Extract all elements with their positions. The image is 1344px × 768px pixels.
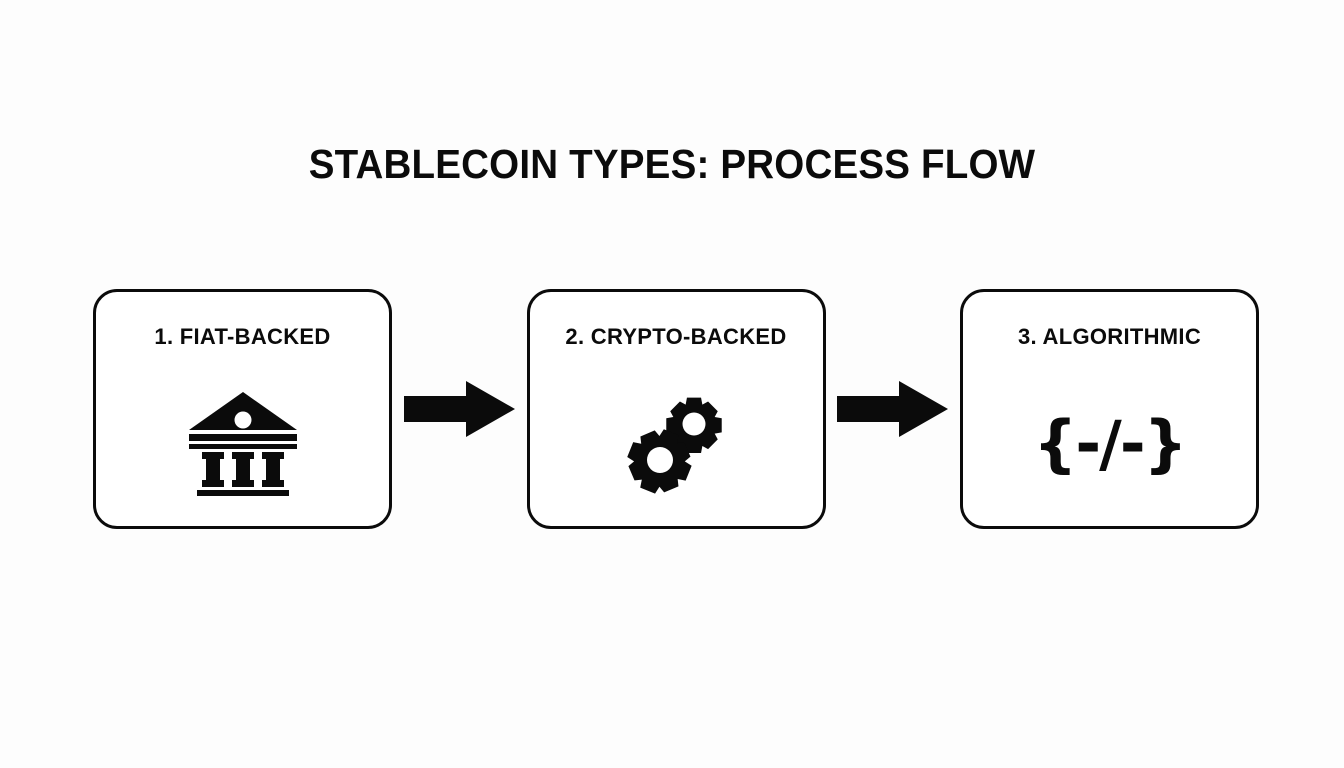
process-flow-row: 1. FIAT-BACKED (93, 289, 1259, 529)
flow-step-card-crypto-backed[interactable]: 2. CRYPTO-BACKED (526, 289, 826, 529)
code-braces-glyph: {-/-} (1033, 407, 1187, 480)
code-braces-icon: {-/-} (963, 384, 1256, 504)
flow-step-label: 1. FIAT-BACKED (154, 324, 331, 349)
flow-step-card-algorithmic[interactable]: 3. ALGORITHMIC {-/-} (960, 289, 1259, 529)
flow-step-label: 3. ALGORITHMIC (1017, 324, 1202, 349)
arrow-right-icon (837, 379, 949, 439)
flow-step-label: 2. CRYPTO-BACKED (565, 324, 787, 349)
gears-icon (530, 384, 823, 504)
bank-icon (96, 384, 389, 504)
flow-step-card-fiat-backed[interactable]: 1. FIAT-BACKED (93, 289, 392, 529)
arrow-right-icon (403, 379, 515, 439)
page-title: STABLECOIN TYPES: PROCESS FLOW (308, 141, 1036, 187)
